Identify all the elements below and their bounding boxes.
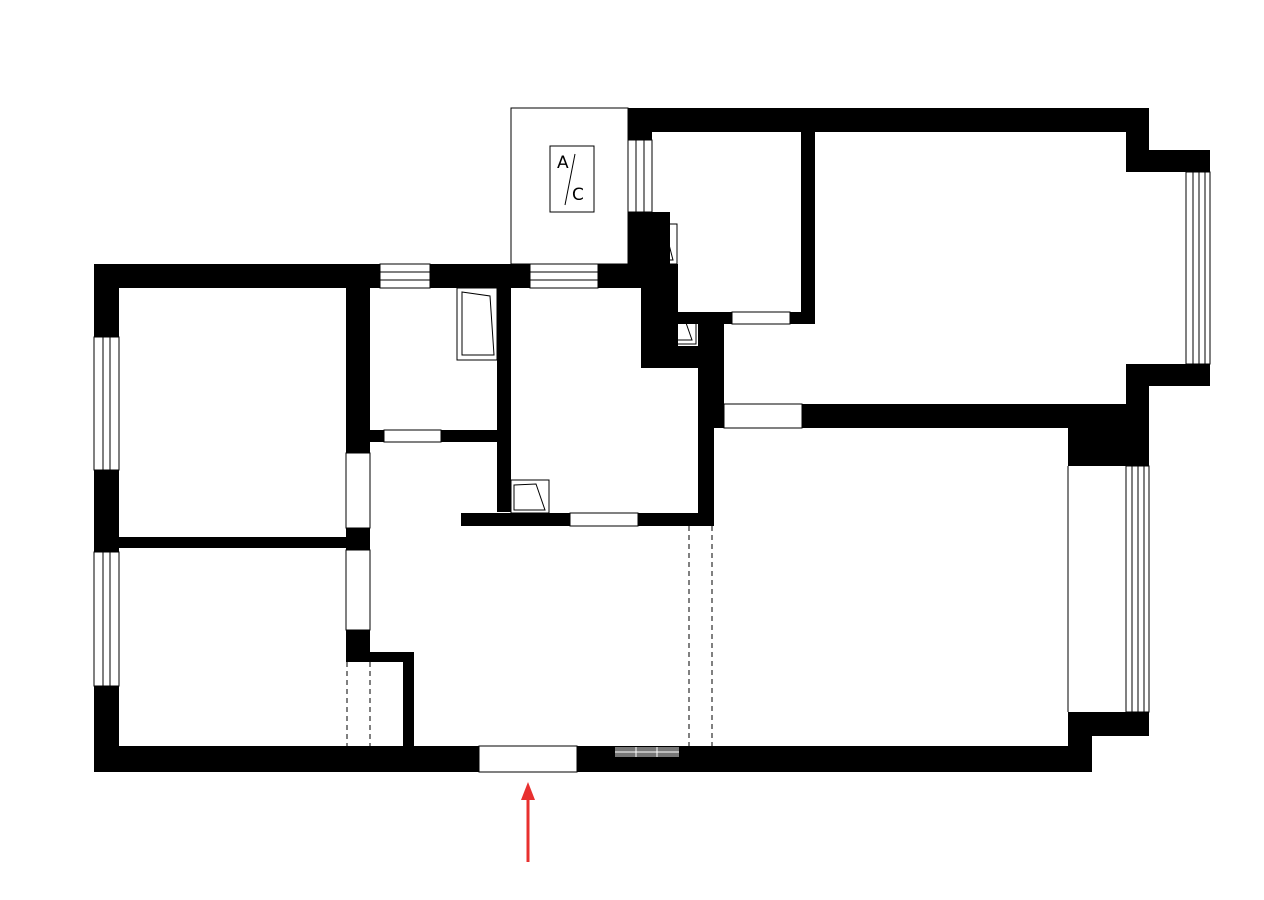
shower-fixture [456,287,498,361]
window-balcony [1067,465,1150,713]
kitchen-upper-block-h [641,346,714,368]
window-top-right [529,263,599,289]
ac-box [549,145,595,213]
doorway-upper-small-room [731,311,791,325]
upper-hall-wall [712,324,724,414]
ac-unit: A C [510,107,629,265]
window-left-lower [93,551,120,687]
upper-small-room-left-jog [652,212,670,264]
arrow-up-icon [521,782,535,862]
doorway-living-top [723,403,803,429]
bottom-right-jog-v [1068,712,1092,772]
bedroom-wall-joint [346,528,370,550]
bedroom-divider [94,537,370,548]
upper-corner-fixture [650,223,678,265]
bedroom1-right-wall [346,264,370,453]
window-top-left [379,263,431,289]
closet-wall-v [403,652,414,748]
upper-small-room-bottom-l [670,312,732,324]
fixtures [456,223,697,514]
kitchen-right-wall [698,312,714,526]
doorway-bedroom1 [345,452,371,529]
upper-top-wall [628,108,1149,132]
bay-top-wall [1126,150,1210,172]
ac-label-top: A [557,153,569,173]
dashed-boundaries [346,526,713,746]
kitchen-bottom-wall-l [461,513,570,526]
upper-small-room-right-wall [801,132,815,324]
living-top-wall [802,404,1149,428]
closet-wall-h [346,652,414,662]
bottom-wall-left [94,746,479,772]
entrance-door [478,745,578,773]
windows [93,139,1211,713]
door-openings [345,311,803,773]
upper-small-room-bottom-r [790,312,815,324]
radiator-icon [615,747,679,757]
kitchen-bottom-wall-r [638,513,714,526]
window-left-upper [93,336,120,471]
window-bay-upper [1185,171,1211,365]
ac-label-bottom: C [572,185,584,205]
interior-walls [94,132,815,748]
exterior-walls [94,108,1210,772]
kitchen-corner-fixture [510,479,550,514]
doorway-kitchen [569,512,639,527]
small-room-bottom-wall [370,430,384,442]
small-room-bottom-wall-r [441,430,501,442]
ac-diagonal [564,153,576,206]
doorway-small-room [383,429,442,443]
doorway-bedroom2 [345,549,371,631]
ac-platform [510,107,629,265]
top-wall-mid [430,264,530,288]
hall-corner-fixture [661,315,697,345]
small-room-right-wall [497,264,511,512]
top-wall-left [94,264,380,288]
upper-left-wall [628,108,652,140]
window-upper-small-room [627,139,653,213]
